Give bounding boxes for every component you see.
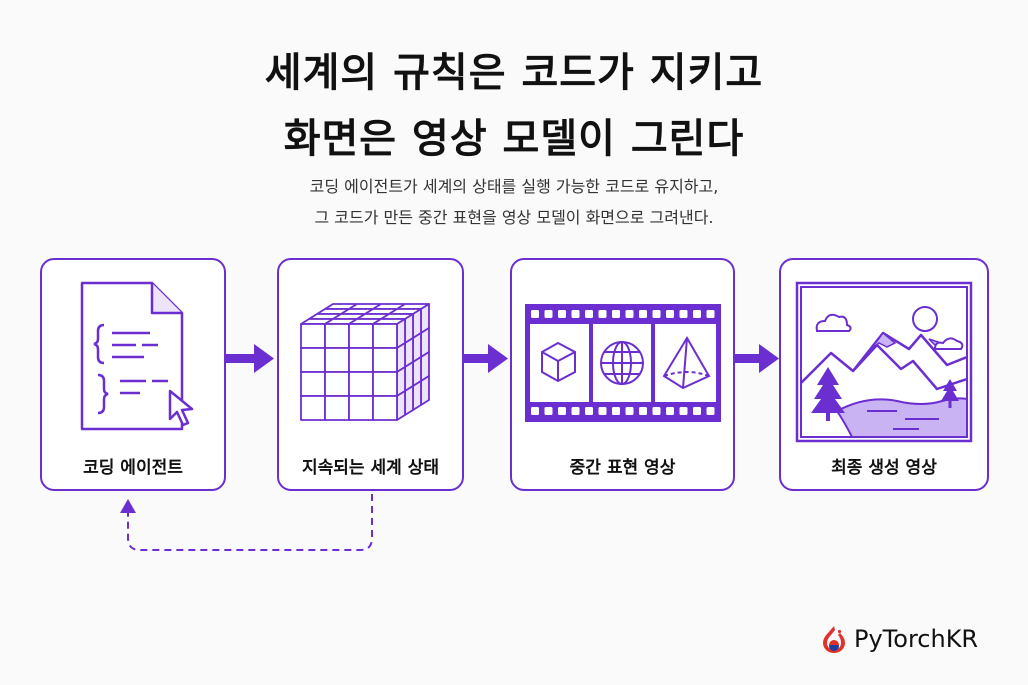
brand-name: PyTorchKR [854,625,979,653]
voxel-face [348,347,374,373]
voxel-face [300,347,326,373]
film-sprocket-hole [666,407,674,415]
film-sprocket-hole [585,407,593,415]
voxel-face [348,323,374,349]
film-sprocket-hole [666,310,674,318]
step-card-world-state: 지속되는 세계 상태 [277,258,464,491]
film-sprocket-hole [652,407,661,415]
film-sprocket-hole [625,407,634,415]
film-sprocket-hole [706,310,715,318]
film-sprocket-hole [693,310,701,318]
voxel-face [324,395,350,421]
voxel-face [324,323,350,349]
step-card-final-video: 최종 생성 영상 [779,258,989,491]
voxel-face [372,395,398,421]
film-sprocket-hole [544,407,553,415]
film-sprocket-hole [706,407,715,415]
film-sprocket-hole [571,407,580,415]
arrow-1-2 [226,344,274,373]
voxel-face [404,385,414,416]
film-strip-with-shapes-icon [525,304,721,422]
step-card-coding-agent: 코딩 에이전트 [40,258,226,491]
film-sprocket-hole [558,310,566,318]
film-sprocket-hole [571,310,580,318]
film-sprocket-hole [679,310,688,318]
film-sprocket-hole [544,310,553,318]
film-sprocket-hole [598,310,607,318]
film-sprocket-hole [531,407,539,415]
film-sprocket-hole [598,407,607,415]
subtitle-line-1: 코딩 에이전트가 세계의 상태를 실행 가능한 코드로 유지하고, [309,177,719,196]
voxel-face [300,323,326,349]
voxel-cube-grid-icon [300,303,430,421]
voxel-face [372,371,398,397]
step-label-final-video: 최종 생성 영상 [831,458,937,478]
voxel-face [348,371,374,397]
brand-logo: PyTorchKR [820,622,978,656]
film-sprocket-hole [679,407,688,415]
page-title-line-2: 화면은 영상 모델이 그린다 [283,116,745,162]
feedback-loop-arrow [120,494,373,551]
film-sprocket-hole [652,310,661,318]
voxel-face [300,371,326,397]
step-label-coding-agent: 코딩 에이전트 [83,458,183,478]
film-sprocket-hole [531,310,539,318]
voxel-face [412,380,422,411]
voxel-face [348,395,374,421]
film-sprocket-hole [639,310,647,318]
voxel-face [324,347,350,373]
step-label-world-state: 지속되는 세계 상태 [302,458,439,478]
film-sprocket-hole [639,407,647,415]
voxel-face [324,371,350,397]
film-sprocket-hole [625,310,634,318]
pytorch-flame-icon [823,626,845,653]
voxel-face [420,375,430,406]
step-card-intermediate-video: 중간 표현 영상 [510,258,735,491]
film-sprocket-hole [612,310,620,318]
page-title-line-1: 세계의 규칙은 코드가 지키고 [264,50,764,96]
code-document-with-cursor-icon [80,281,194,431]
voxel-face [372,323,398,349]
step-label-intermediate-video: 중간 표현 영상 [569,458,676,478]
subtitle-line-2: 그 코드가 만든 중간 표현을 영상 모델이 화면으로 그려낸다. [314,208,714,227]
voxel-face [372,347,398,373]
film-sprocket-hole [585,310,593,318]
voxel-face [396,390,406,421]
film-sprocket-hole [558,407,566,415]
landscape-picture-icon [795,281,973,443]
film-sprocket-hole [693,407,701,415]
film-sprocket-hole [612,407,620,415]
voxel-face [300,395,326,421]
arrow-3-4 [735,344,779,373]
arrow-2-3 [464,344,508,373]
